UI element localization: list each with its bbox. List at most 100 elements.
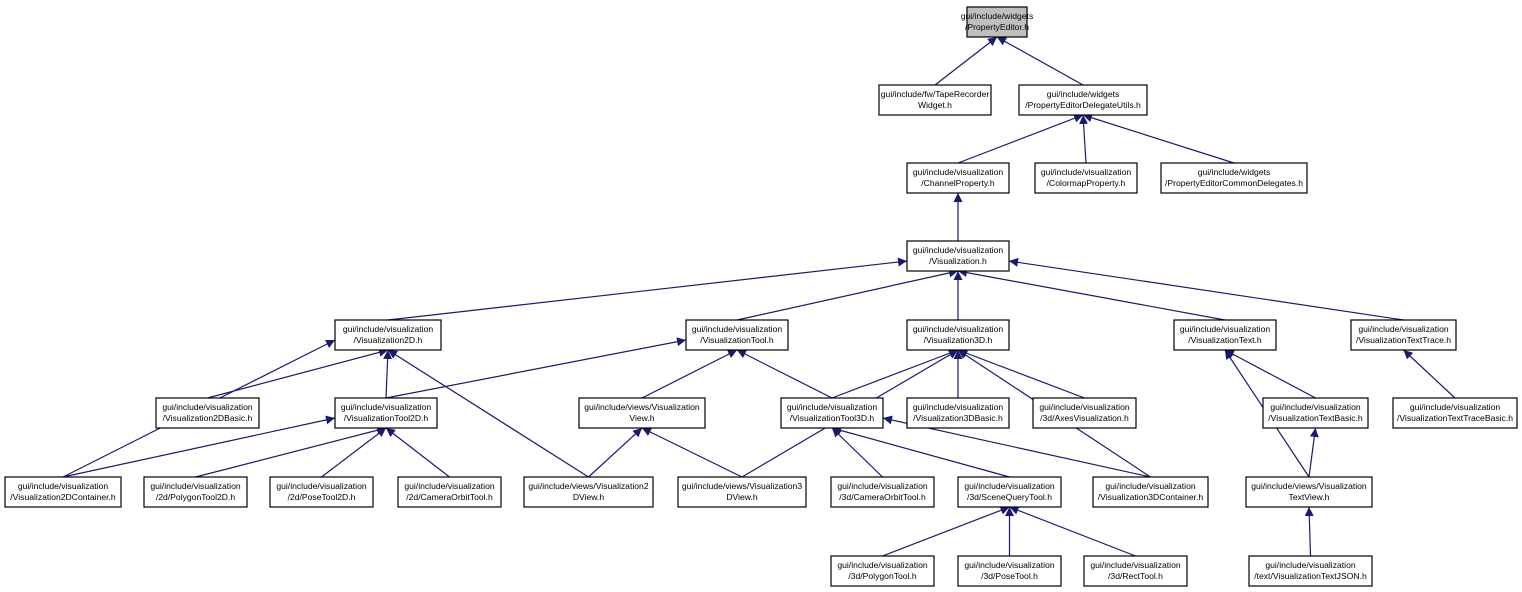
node-box <box>906 397 1010 429</box>
node-pedu[interactable]: gui/include/widgets/PropertyEditorDelega… <box>1018 84 1148 116</box>
node-box <box>143 476 248 508</box>
node-box <box>906 319 1010 351</box>
node-box <box>1160 162 1308 194</box>
node-box <box>677 476 807 508</box>
node-label-line: /ColormapProperty.h <box>1047 178 1126 188</box>
node-v3db[interactable]: gui/include/visualization/Visualization3… <box>906 397 1010 429</box>
node-label-line: /2d/PoseTool2D.h <box>288 492 356 502</box>
node-box <box>334 319 442 351</box>
node-label-line: gui/include/visualization <box>837 560 928 570</box>
node-box <box>685 319 789 351</box>
node-label-line: gui/include/fw/TapeRecorder <box>881 89 990 99</box>
node-label-line: /PropertyEditorDelegateUtils.h <box>1025 100 1141 110</box>
node-label-line: gui/include/visualization <box>276 481 367 491</box>
node-label-line: gui/include/widgets <box>1047 89 1120 99</box>
node-label-line: gui/include/visualization <box>964 481 1055 491</box>
node-label-line: /Visualization.h <box>929 256 987 266</box>
node-label-line: gui/include/visualization <box>1041 167 1132 177</box>
node-sqt[interactable]: gui/include/visualization/3d/SceneQueryT… <box>957 476 1062 508</box>
node-v3d[interactable]: gui/include/visualization/Visualization3… <box>906 319 1010 351</box>
edge-vt3d-to-v3d <box>831 348 959 399</box>
node-label-line: /VisualizationText.h <box>1188 335 1262 345</box>
node-v3dc[interactable]: gui/include/visualization/Visualization3… <box>1092 476 1209 508</box>
node-vtv[interactable]: gui/include/views/VisualizationTextView.… <box>1245 476 1373 508</box>
node-v2dc[interactable]: gui/include/visualization/Visualization2… <box>4 476 122 508</box>
node-pecd[interactable]: gui/include/widgets/PropertyEditorCommon… <box>1160 162 1308 194</box>
edge-vtt-to-vis <box>1008 257 1404 321</box>
node-v2d[interactable]: gui/include/visualization/Visualization2… <box>334 319 442 351</box>
node-pose3[interactable]: gui/include/visualization/3d/PoseTool.h <box>957 555 1062 587</box>
node-cot3[interactable]: gui/include/visualization/3d/CameraOrbit… <box>830 476 935 508</box>
node-vtxt[interactable]: gui/include/visualization/VisualizationT… <box>1173 319 1277 351</box>
node-label-line: /VisualizationTool2D.h <box>344 413 429 423</box>
node-label-line: /3d/SceneQueryTool.h <box>967 492 1052 502</box>
node-label-line: /3d/AxesVisualization.h <box>1040 413 1129 423</box>
node-label-line: /3d/RectTool.h <box>1108 571 1163 581</box>
edge-json-to-vtv <box>1304 506 1314 557</box>
node-pose2d[interactable]: gui/include/visualization/2d/PoseTool2D.… <box>269 476 374 508</box>
node-v2db[interactable]: gui/include/visualization/Visualization2… <box>155 397 260 429</box>
node-box <box>155 397 260 429</box>
edge-vt2d-to-vt <box>385 337 687 399</box>
node-label-line: /VisualizationTool3D.h <box>790 413 875 423</box>
node-vtb[interactable]: gui/include/visualization/VisualizationT… <box>1262 397 1369 429</box>
edge-v3dv-to-vv <box>641 427 743 478</box>
node-vtt[interactable]: gui/include/visualization/VisualizationT… <box>1350 319 1457 351</box>
edge-pedu-to-pe <box>996 36 1084 86</box>
edge-vtv-to-vtb <box>1308 427 1319 478</box>
edge-vtb-to-vtxt <box>1224 349 1316 399</box>
node-cot2[interactable]: gui/include/visualization/2d/CameraOrbit… <box>397 476 502 508</box>
edge-vttb-to-vtt <box>1403 349 1456 399</box>
node-box <box>397 476 502 508</box>
node-label-line: /Visualization3DBasic.h <box>913 413 1003 423</box>
node-pe[interactable]: gui/include/widgets/PropertyEditor.h <box>961 6 1034 38</box>
node-vt3d[interactable]: gui/include/visualization/VisualizationT… <box>780 397 884 429</box>
node-box <box>830 555 935 587</box>
node-json[interactable]: gui/include/visualization/text/Visualiza… <box>1248 555 1373 587</box>
nodes: gui/include/widgets/PropertyEditor.h gui/… <box>4 6 1518 587</box>
node-label-line: /3d/PolygonTool.h <box>848 571 917 581</box>
edge-rect-to-sqt <box>1009 506 1136 557</box>
node-box <box>1350 319 1457 351</box>
node-label-line: /Visualization3DContainer.h <box>1098 492 1204 502</box>
edge-vt2d-to-v2d <box>383 349 393 399</box>
node-box <box>1032 397 1137 429</box>
node-vis[interactable]: gui/include/visualization/Visualization.… <box>906 240 1010 272</box>
node-label-line: /Visualization2DContainer.h <box>10 492 116 502</box>
node-label-line: gui/include/visualization <box>18 481 109 491</box>
node-p2d[interactable]: gui/include/visualization/2d/PolygonTool… <box>143 476 248 508</box>
node-label-line: gui/include/visualization <box>837 481 928 491</box>
node-pt[interactable]: gui/include/visualization/3d/PolygonTool… <box>830 555 935 587</box>
node-box <box>830 476 935 508</box>
node-axes[interactable]: gui/include/visualization/3d/AxesVisuali… <box>1032 397 1137 429</box>
node-vttb[interactable]: gui/include/visualization/VisualizationT… <box>1392 397 1518 429</box>
node-box <box>4 476 122 508</box>
edge-pecd-to-pedu <box>1082 113 1235 164</box>
node-label-line: /PropertyEditorCommonDelegates.h <box>1165 178 1303 188</box>
node-vt2d[interactable]: gui/include/visualization/VisualizationT… <box>334 397 438 429</box>
node-label-line: /3d/CameraOrbitTool.h <box>839 492 926 502</box>
node-label-line: /Visualization2D.h <box>354 335 423 345</box>
node-box <box>906 240 1010 272</box>
node-rect[interactable]: gui/include/visualization/3d/RectTool.h <box>1083 555 1188 587</box>
node-box <box>957 476 1062 508</box>
node-cmp[interactable]: gui/include/visualization/ColormapProper… <box>1034 162 1138 194</box>
edge-p2d-to-vt2d <box>195 425 387 478</box>
node-box <box>878 84 992 116</box>
node-label-line: gui/include/visualization <box>1410 402 1501 412</box>
node-label-line: Widget.h <box>918 100 952 110</box>
node-label-line: gui/include/visualization <box>343 324 434 334</box>
node-label-line: gui/include/views/Visualization2 <box>528 481 648 491</box>
node-cp[interactable]: gui/include/visualization/ChannelPropert… <box>906 162 1010 194</box>
node-box <box>780 397 884 429</box>
node-vt[interactable]: gui/include/visualization/VisualizationT… <box>685 319 789 351</box>
edge-vt3d-to-vt <box>736 349 833 399</box>
edge-vv-to-vt <box>641 349 738 399</box>
node-label-line: gui/include/visualization <box>341 402 432 412</box>
node-label-line: /3d/PoseTool.h <box>981 571 1038 581</box>
